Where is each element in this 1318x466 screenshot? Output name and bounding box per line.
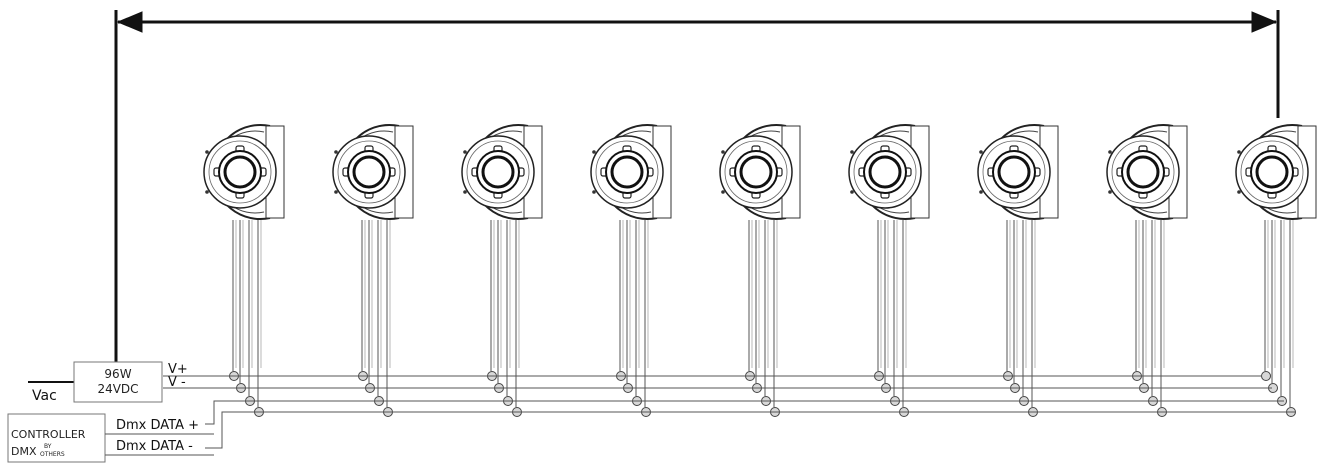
- fixture-lens-icon: [352, 155, 386, 189]
- fixture-screw: [1237, 150, 1241, 154]
- vac-label: Vac: [32, 388, 57, 404]
- power-supply-box: [73, 361, 163, 403]
- fixture-ring: [1111, 140, 1175, 204]
- fixture-screw: [334, 190, 338, 194]
- dmx-data-plus-label: Dmx DATA +: [116, 418, 199, 433]
- controller-title: CONTROLLER: [11, 428, 86, 441]
- fixture-screw: [721, 150, 725, 154]
- fixture: [461, 124, 543, 417]
- fixture-screw: [1108, 150, 1112, 154]
- fixture-screw: [979, 190, 983, 194]
- fixture-ring: [337, 140, 401, 204]
- run-length-dimension: [114, 10, 1280, 364]
- controller-by: BY: [44, 443, 52, 450]
- power-supply-wattage: 96W: [104, 367, 131, 381]
- fixture: [977, 124, 1059, 417]
- fixture-screw: [850, 190, 854, 194]
- fixtures-group: [203, 124, 1317, 417]
- controller-others: OTHERS: [40, 451, 65, 458]
- fixture-ring: [1240, 140, 1304, 204]
- fixture-screw: [334, 150, 338, 154]
- fixture-screw: [205, 190, 209, 194]
- fixture-ring: [982, 140, 1046, 204]
- arrow-right-icon: [1251, 11, 1278, 33]
- fixture-lens-icon: [1255, 155, 1289, 189]
- fixture-lens-icon: [481, 155, 515, 189]
- fixture-screw: [979, 150, 983, 154]
- dmx-controller: CONTROLLER DMX BY OTHERS: [7, 413, 106, 463]
- fixture-ring: [466, 140, 530, 204]
- v-minus-label: V -: [168, 375, 186, 390]
- fixture: [332, 124, 414, 417]
- v-plus-label: V+: [168, 362, 188, 377]
- power-supply-voltage: 24VDC: [97, 382, 138, 396]
- vac-input: Vac: [28, 381, 74, 404]
- fixture-screw: [463, 150, 467, 154]
- junction-node-icon: [1261, 371, 1271, 381]
- fixture-lens-icon: [223, 155, 257, 189]
- bus-dmx-plus: [205, 400, 1284, 425]
- fixture-lens-icon: [868, 155, 902, 189]
- fixture-lens-icon: [997, 155, 1031, 189]
- fixture-screw: [850, 150, 854, 154]
- fixture-lens-icon: [1126, 155, 1160, 189]
- fixture: [203, 124, 285, 417]
- fixture-ring: [853, 140, 917, 204]
- dmx-data-minus-label: Dmx DATA -: [116, 439, 193, 454]
- fixture: [719, 124, 801, 417]
- fixture-ring: [724, 140, 788, 204]
- fixture-ring: [595, 140, 659, 204]
- fixture: [1106, 124, 1188, 417]
- controller-box: [7, 413, 106, 463]
- fixture: [1235, 124, 1317, 417]
- fixture-ring: [208, 140, 272, 204]
- fixture-screw: [1237, 190, 1241, 194]
- fixture-screw: [721, 190, 725, 194]
- fixture: [590, 124, 672, 417]
- bus-dmx-minus: [205, 411, 1296, 449]
- fixture-screw: [1108, 190, 1112, 194]
- fixture-screw: [592, 150, 596, 154]
- fixture-screw: [463, 190, 467, 194]
- power-supply: 96W 24VDC: [73, 361, 163, 403]
- fixture-screw: [205, 150, 209, 154]
- fixture: [848, 124, 930, 417]
- fixture-lens-icon: [610, 155, 644, 189]
- fixture-lens-icon: [739, 155, 773, 189]
- fixture-screw: [592, 190, 596, 194]
- controller-dmx: DMX: [11, 445, 37, 458]
- arrow-left-icon: [116, 11, 143, 33]
- bus-lines: [163, 375, 1296, 449]
